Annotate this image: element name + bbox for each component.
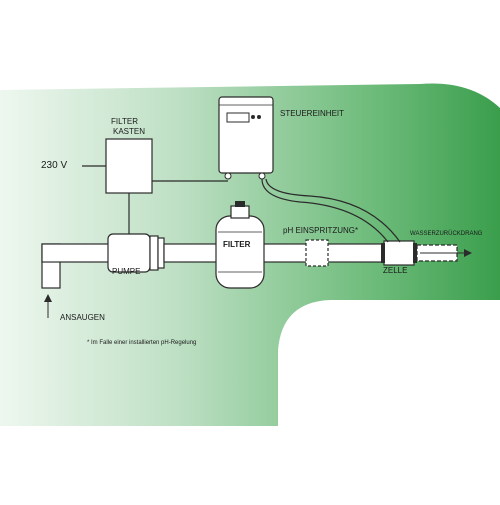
filter-tank	[215, 215, 265, 289]
control-terminal-left	[224, 172, 232, 180]
ph-injection-box	[305, 239, 329, 267]
control-unit-label: STEUEREINHEIT	[280, 109, 345, 118]
pump-flange	[149, 235, 159, 271]
intake-label: ANSAUGEN	[60, 313, 105, 322]
voltage-label: 230 V	[41, 160, 68, 171]
filter-box	[105, 138, 153, 194]
control-terminal-right	[258, 172, 266, 180]
filter-box-label-line1: FILTER	[111, 117, 138, 126]
ph-injection-label: pH EINSPRITZUNG*	[283, 226, 359, 235]
filter-valve-top	[235, 201, 245, 207]
cell-body	[383, 240, 415, 266]
footnote: * Im Falle einer installierten pH-Regelu…	[87, 340, 197, 346]
control-unit	[218, 96, 274, 174]
filter-valve	[230, 205, 250, 219]
cell-label: ZELLE	[383, 266, 408, 275]
water-return-label: WASSERZURÜCKDRANG	[410, 231, 483, 237]
control-display	[226, 112, 250, 123]
pump-label: PUMPE	[112, 267, 141, 276]
pipe-pump-filter	[163, 243, 219, 263]
cell-cable-2	[265, 178, 401, 243]
pump-flange-2	[157, 237, 165, 269]
cell-cable-1	[261, 178, 389, 243]
cell-cap-left	[381, 243, 385, 263]
filter-box-label-line2: KASTEN	[113, 127, 146, 136]
filter-label: FILTER	[223, 240, 251, 249]
cell-cap-right	[413, 243, 417, 263]
